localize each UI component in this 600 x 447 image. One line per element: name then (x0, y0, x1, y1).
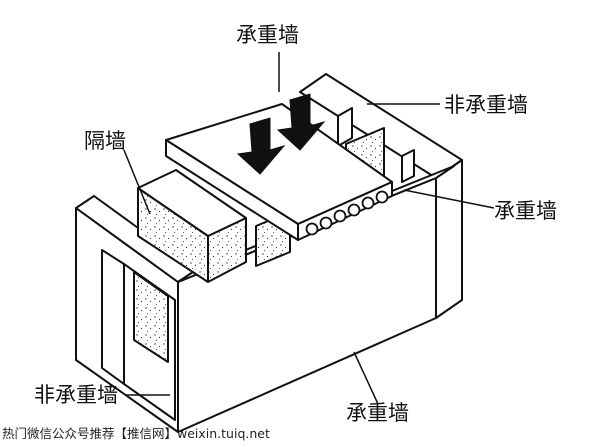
label-load-bearing-top: 承重墙 (236, 23, 299, 47)
label-load-bearing-right: 承重墙 (494, 199, 557, 223)
label-non-load-bearing-right: 非承重墙 (444, 93, 528, 117)
label-load-bearing-bottom: 承重墙 (346, 401, 409, 425)
label-partition-wall: 隔墙 (84, 129, 126, 153)
left-wall-opening (102, 250, 124, 384)
back-wall-window (402, 150, 414, 182)
right-wall-end (436, 160, 462, 318)
back-wall-door (338, 108, 352, 146)
label-non-load-bearing-left: 非承重墙 (34, 383, 118, 407)
watermark-text: 热门微信公众号推荐【推信网】weixin.tuiq.net (2, 426, 270, 441)
